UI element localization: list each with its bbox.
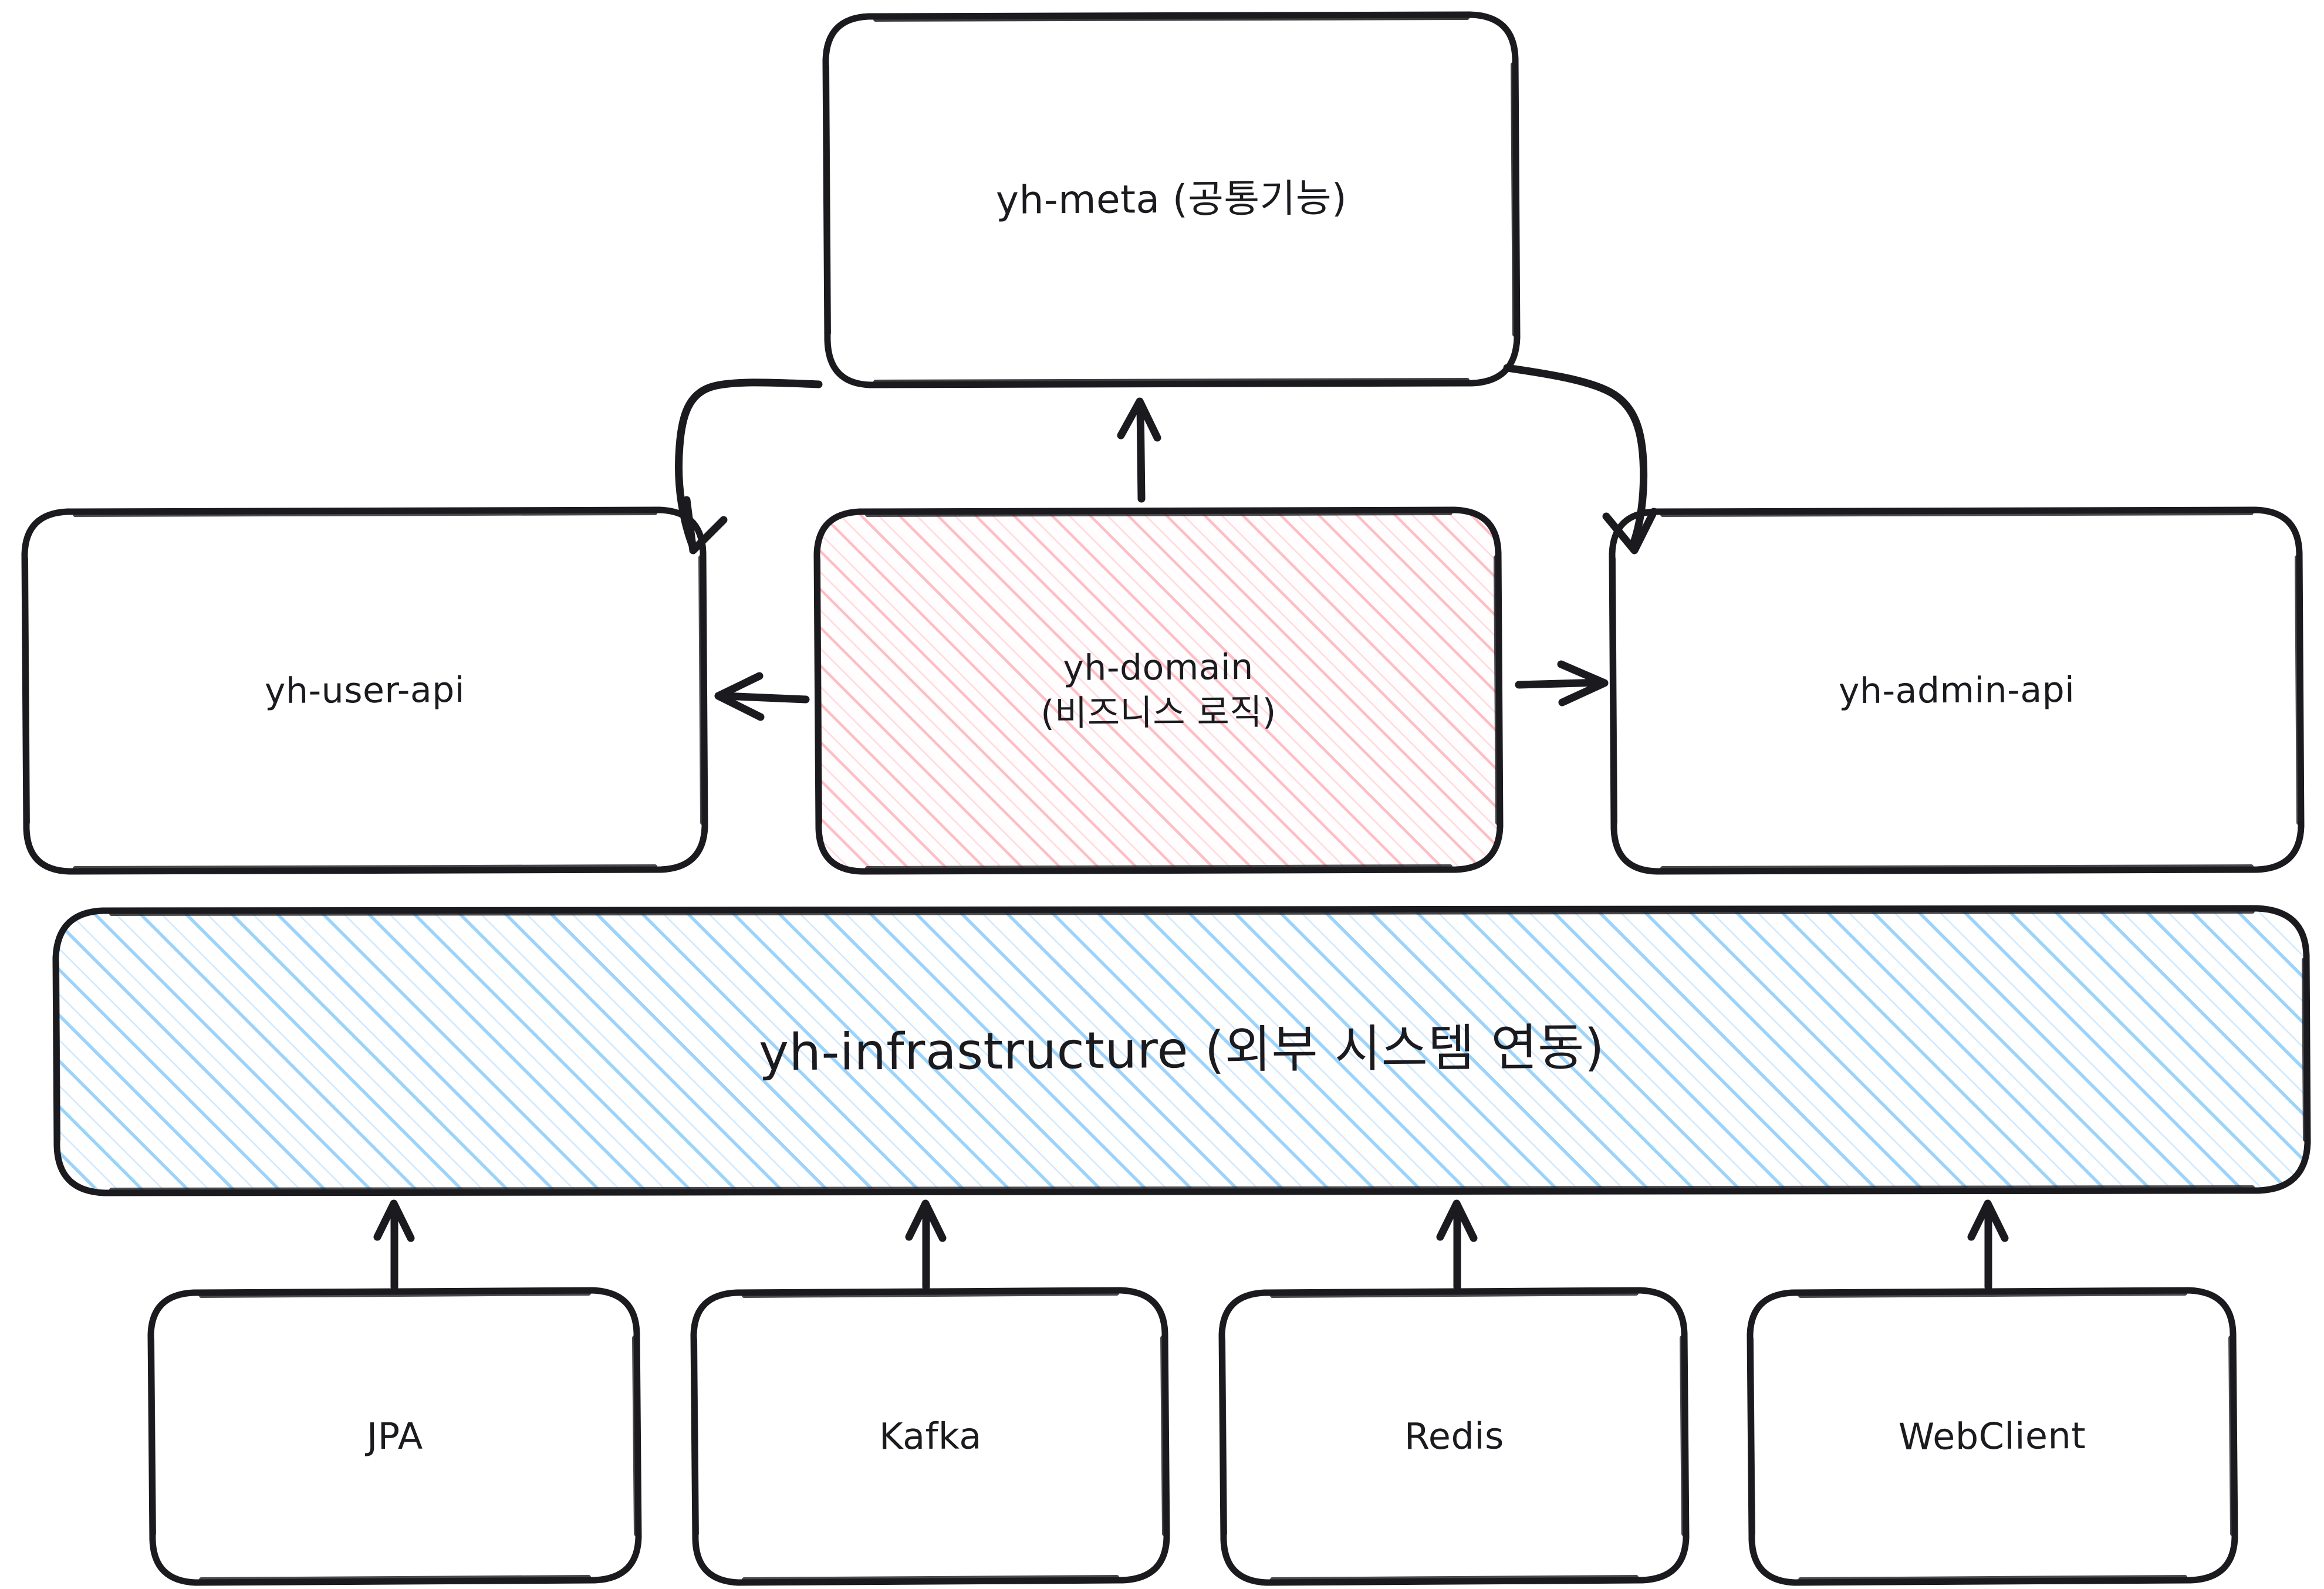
node-kafka[interactable]: Kafka <box>694 1290 1167 1583</box>
shape-user-api-sketch <box>23 510 705 871</box>
shape-kafka <box>690 1287 1170 1586</box>
edge-webclient-to-infra <box>1967 1199 2009 1291</box>
shape-meta <box>822 11 1521 388</box>
node-yh-infrastructure-label: yh-infrastructure (외부 시스템 연동) <box>758 1019 1605 1083</box>
edge-domain-to-user-api <box>714 672 810 721</box>
shape-infra-fill <box>56 908 2308 1193</box>
node-yh-infrastructure[interactable]: yh-infrastructure (외부 시스템 연동) <box>56 908 2308 1193</box>
edge-meta-to-user-api <box>675 378 823 555</box>
edge-domain-to-meta <box>1117 397 1161 503</box>
edge-domain-to-admin-api <box>1515 660 1609 706</box>
edge-kafka-to-infra <box>905 1199 947 1291</box>
node-yh-admin-api-label: yh-admin-api <box>1838 669 2075 712</box>
shape-jpa-sketch <box>150 1291 639 1582</box>
edge-meta-to-admin-api <box>1503 364 1658 555</box>
shape-domain-sketch <box>816 510 1500 871</box>
node-jpa-label: JPA <box>366 1415 423 1458</box>
node-yh-meta[interactable]: yh-meta (공통기능) <box>826 15 1517 385</box>
node-webclient[interactable]: WebClient <box>1750 1290 2235 1583</box>
edge-redis-to-infra <box>1436 1199 1478 1291</box>
node-redis-label: Redis <box>1404 1414 1504 1458</box>
node-jpa[interactable]: JPA <box>151 1290 639 1583</box>
node-webclient-label: WebClient <box>1899 1414 2086 1459</box>
edge-jpa-to-infra <box>373 1199 415 1291</box>
shape-infra <box>52 905 2311 1196</box>
node-yh-admin-api[interactable]: yh-admin-api <box>1612 510 2301 871</box>
node-yh-meta-label: yh-meta (공통기능) <box>995 175 1347 224</box>
shape-jpa <box>147 1287 642 1586</box>
node-yh-user-api-label: yh-user-api <box>264 669 465 712</box>
shape-redis-sketch <box>1221 1291 1686 1582</box>
shape-meta-sketch <box>825 15 1517 384</box>
shape-webclient <box>1747 1287 2238 1586</box>
shape-domain-fill <box>817 510 1500 871</box>
node-yh-domain-label: yh-domain (비즈니스 로직) <box>1041 647 1277 735</box>
shape-redis <box>1218 1287 1690 1586</box>
node-yh-user-api[interactable]: yh-user-api <box>25 510 705 871</box>
shape-admin-api-sketch <box>1611 510 2301 871</box>
node-kafka-label: Kafka <box>879 1414 982 1458</box>
shape-kafka-sketch <box>693 1291 1167 1582</box>
shape-domain <box>813 506 1504 875</box>
shape-user-api <box>21 506 708 875</box>
shape-admin-api <box>1609 506 2305 875</box>
node-yh-domain[interactable]: yh-domain (비즈니스 로직) <box>817 510 1500 871</box>
shape-webclient-sketch <box>1749 1291 2235 1582</box>
node-redis[interactable]: Redis <box>1222 1290 1686 1583</box>
shape-infra-sketch <box>55 909 2308 1192</box>
